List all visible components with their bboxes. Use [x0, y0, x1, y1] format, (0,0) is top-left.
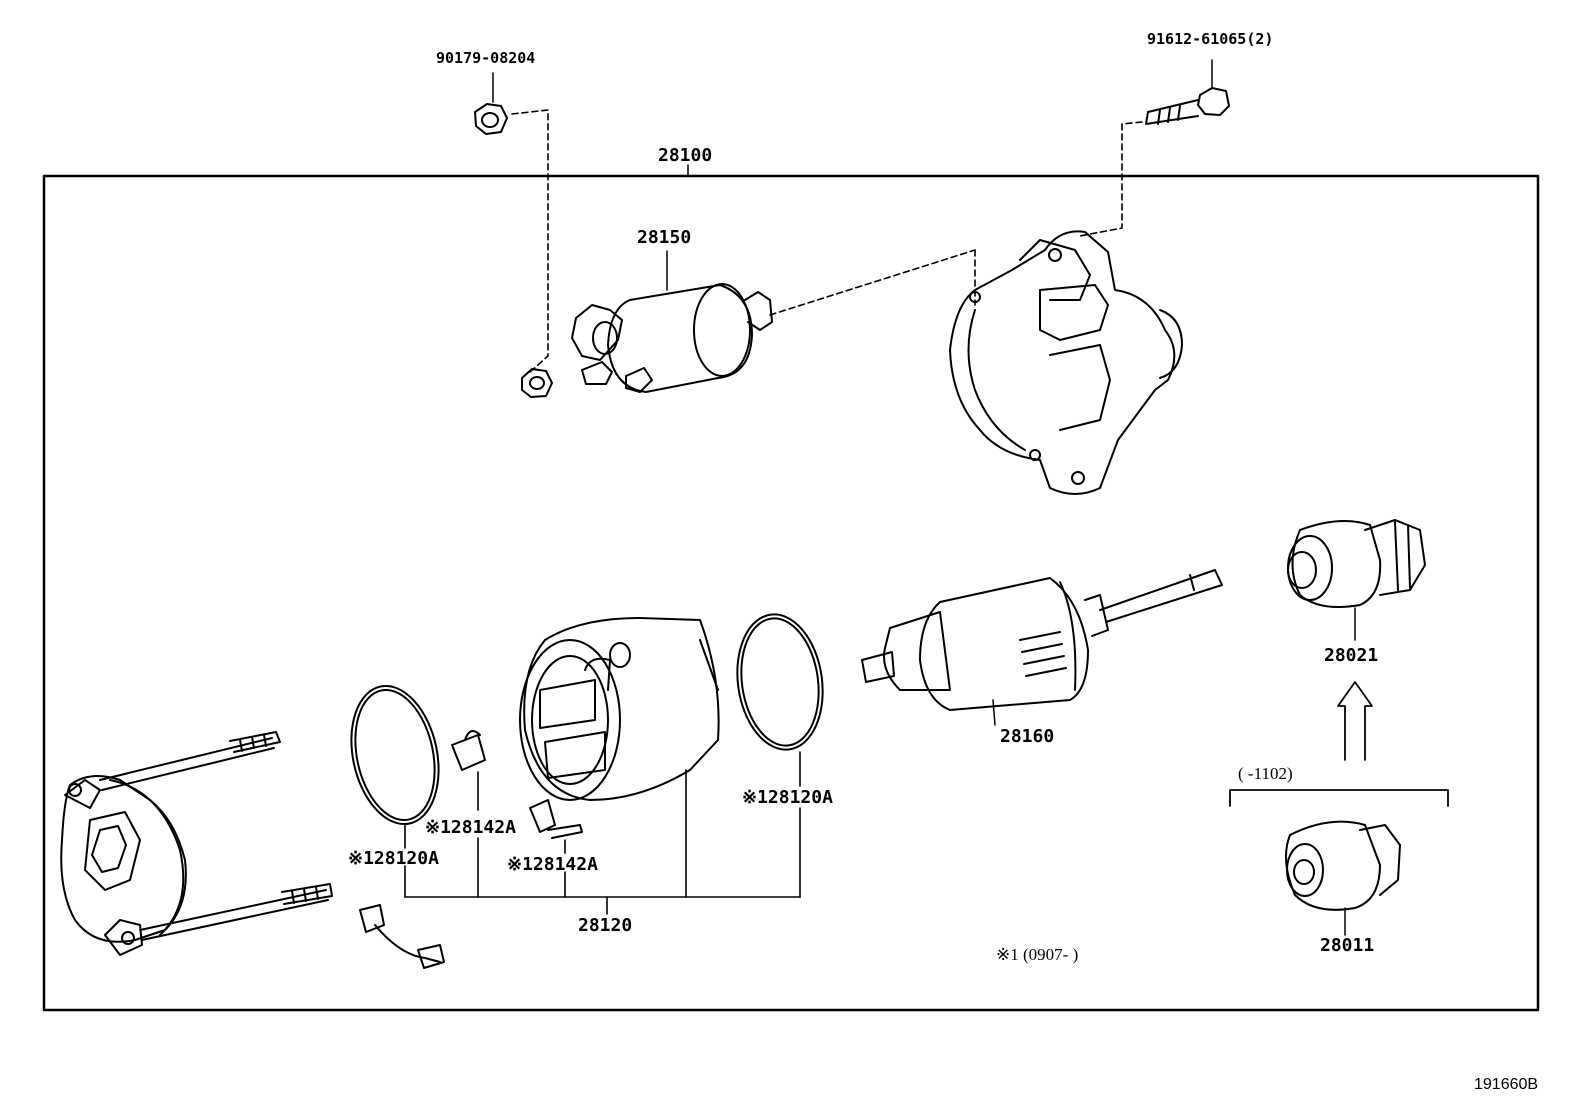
date-range-bracket	[1229, 789, 1449, 807]
bolt-part-number: 91612-61065(2)	[1147, 30, 1274, 48]
right-o-ring-icon	[736, 613, 824, 751]
lower-clutch-part-icon	[1285, 820, 1401, 936]
magnetic-switch-part-icon	[521, 250, 773, 398]
upper-spring-icon	[451, 730, 486, 771]
assembly-frame	[42, 174, 1540, 1012]
nut-dashed-leader	[511, 109, 549, 373]
left-o-ring-icon	[350, 684, 440, 826]
yoke-group-leaders	[404, 751, 801, 915]
end-cover-part-icon	[60, 731, 333, 956]
clutch-date-range: ( -1102)	[1238, 764, 1293, 783]
lower-spring-part-number: ※128142A	[507, 854, 598, 875]
armature-part-number: 28160	[1000, 726, 1055, 747]
bolt-dashed-leader	[1079, 121, 1143, 237]
upper-spring-part-number: ※128142A	[425, 817, 516, 838]
bolt-part-icon	[1145, 59, 1230, 125]
right-ring-part-number: ※128120A	[742, 787, 833, 808]
upper-clutch-part-icon	[1287, 519, 1426, 641]
drive-housing-part-icon	[949, 230, 1183, 495]
upgrade-arrow-icon	[1337, 681, 1373, 761]
assembly-part-number: 28100	[658, 145, 713, 166]
nut-part-number: 90179-08204	[436, 49, 536, 67]
yoke-group-part-number: 28120	[578, 915, 633, 936]
lower-clutch-part-number: 28011	[1320, 935, 1375, 956]
upper-clutch-part-number: 28021	[1324, 645, 1379, 666]
nut-part-icon	[474, 72, 508, 135]
switch-part-number: 28150	[637, 227, 692, 248]
lower-spring-icon	[529, 799, 583, 839]
footnote-date-range: ※1 (0907- )	[996, 945, 1079, 964]
brush-lead-part-icon	[359, 904, 445, 969]
yoke-part-icon	[519, 617, 720, 801]
left-ring-part-number: ※128120A	[348, 848, 439, 869]
armature-part-icon	[861, 569, 1223, 726]
diagram-reference-code: 191660B	[1474, 1076, 1539, 1093]
switch-dashed-leader	[769, 249, 976, 316]
